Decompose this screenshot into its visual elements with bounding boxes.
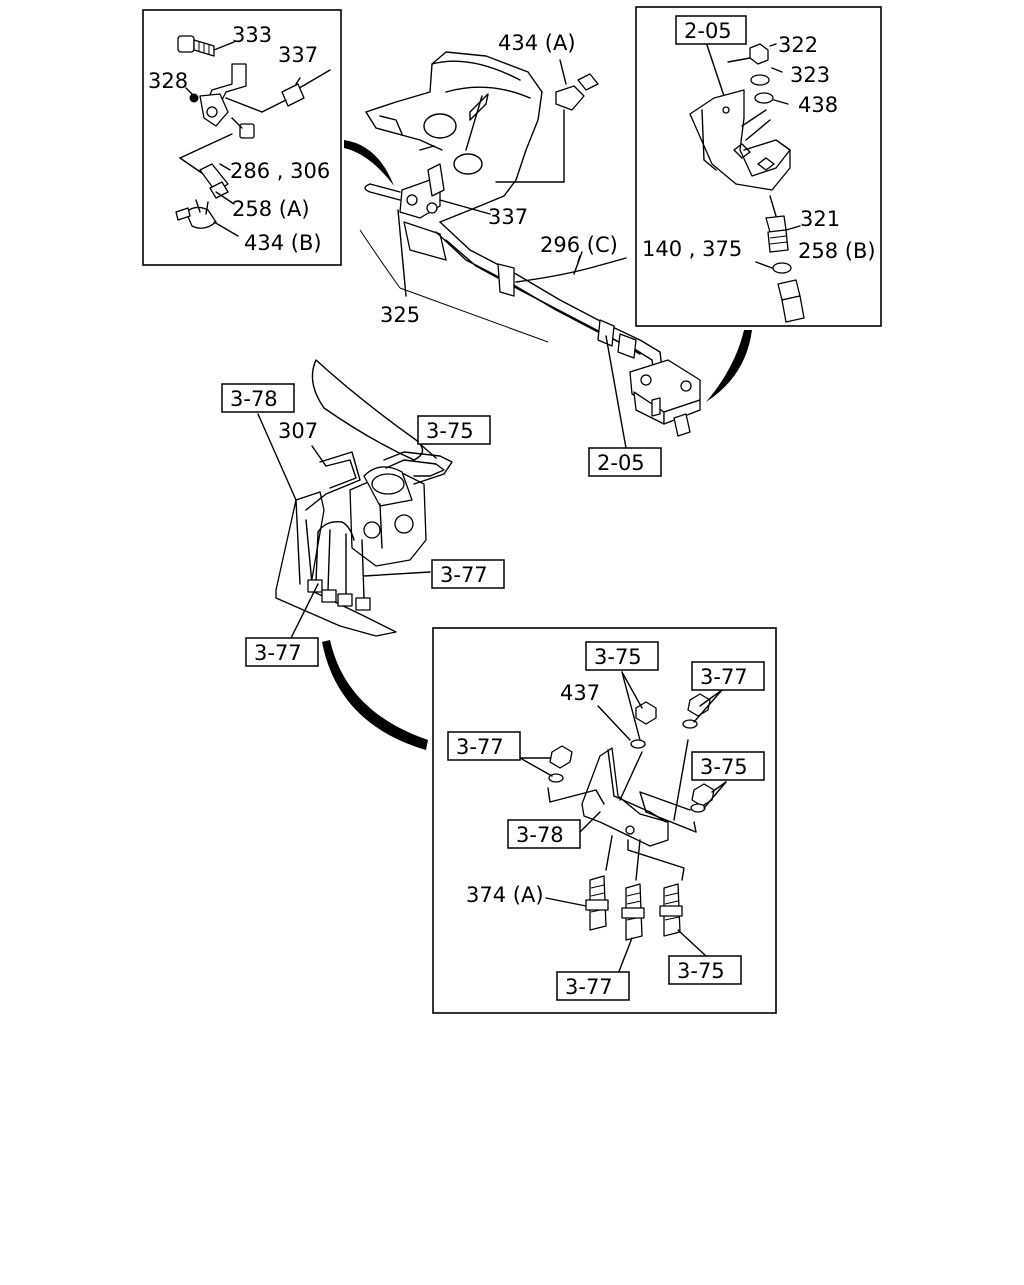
label-258b: 258 (B) <box>798 239 876 263</box>
label-337-left: 337 <box>278 43 318 67</box>
detail-frame-right <box>635 6 882 327</box>
label-434b: 434 (B) <box>244 231 322 255</box>
ref-3-75-bottom: 3-75 <box>677 959 725 983</box>
ref-3-78-main: 3-78 <box>230 387 278 411</box>
label-374a: 374 (A) <box>466 883 544 907</box>
ref-3-77-bottom-left: 3-77 <box>456 735 504 759</box>
left-detail-parts <box>175 35 331 237</box>
ref-3-75-bottom-top: 3-75 <box>594 645 642 669</box>
callout-arc-bottom <box>322 640 428 750</box>
ref-3-77-bottom: 3-77 <box>565 975 613 999</box>
label-296c: 296 (C) <box>540 233 618 257</box>
part-labels: 333 337 328 286 , 306 258 (A) 434 (B) 43… <box>148 23 876 907</box>
callout-arc-left <box>344 140 394 186</box>
label-140-375: 140 , 375 <box>642 237 742 261</box>
label-328: 328 <box>148 69 188 93</box>
ref-3-75-bottom-right: 3-75 <box>700 755 748 779</box>
label-337-main: 337 <box>488 205 528 229</box>
ref-2-05-top: 2-05 <box>684 19 732 43</box>
label-438: 438 <box>798 93 838 117</box>
ref-3-78-bottom: 3-78 <box>516 823 564 847</box>
label-323: 323 <box>790 63 830 87</box>
label-307: 307 <box>278 419 318 443</box>
ref-3-77-main-left: 3-77 <box>254 641 302 665</box>
label-286-306: 286 , 306 <box>230 159 330 183</box>
label-321: 321 <box>800 207 840 231</box>
ref-3-75-main: 3-75 <box>426 419 474 443</box>
middle-valve-assembly <box>257 359 453 641</box>
label-325: 325 <box>380 303 420 327</box>
label-437: 437 <box>560 681 600 705</box>
label-258a: 258 (A) <box>232 197 310 221</box>
label-333: 333 <box>232 23 272 47</box>
detail-frame-left <box>142 9 342 266</box>
ref-3-77-main-right: 3-77 <box>440 563 488 587</box>
label-434a: 434 (A) <box>498 31 576 55</box>
detail-frame-bottom <box>432 627 777 1014</box>
reference-boxes: 2-05 2-05 3-78 3-75 3-77 3-77 3-75 3-77 … <box>221 15 765 1001</box>
leader-lines <box>215 57 751 205</box>
main-pipe-assembly <box>359 51 701 449</box>
right-detail-parts <box>689 41 805 323</box>
ref-3-77-bottom-top: 3-77 <box>700 665 748 689</box>
callout-arc-right <box>706 330 752 402</box>
label-322: 322 <box>778 33 818 57</box>
bottom-detail-parts <box>519 671 727 975</box>
ref-2-05-main: 2-05 <box>597 451 645 475</box>
